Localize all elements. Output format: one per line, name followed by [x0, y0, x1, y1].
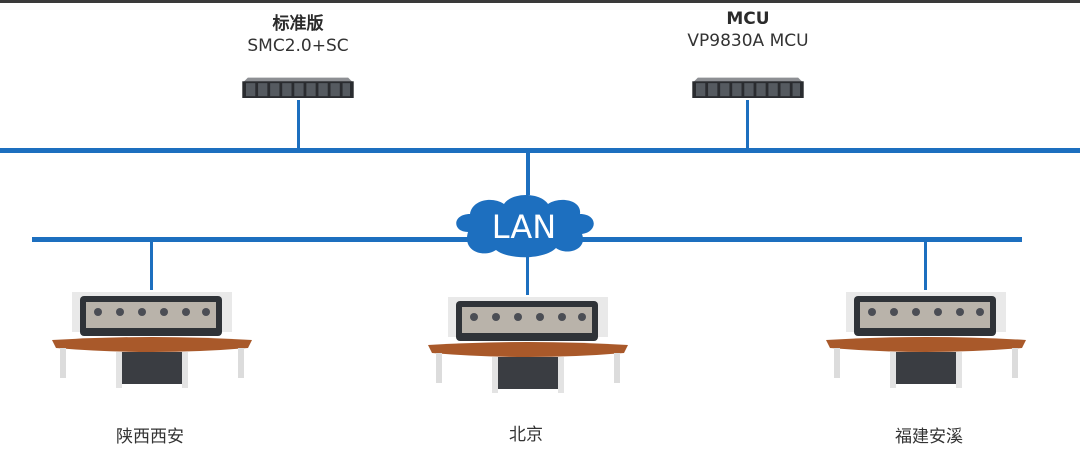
- rack-server-icon: [242, 77, 354, 98]
- telepresence-room-icon: [52, 292, 252, 388]
- site-label-xian: 陕西西安: [116, 427, 184, 447]
- server-model: VP9830A MCU: [687, 31, 809, 51]
- cloud-icon: [456, 195, 594, 258]
- site-drop-line: [526, 240, 529, 295]
- telepresence-room-icon: [428, 297, 628, 393]
- rack-server-icon: [692, 77, 804, 98]
- lan-label: LAN: [491, 208, 557, 246]
- server-smc: 标准版 SMC2.0+SC: [198, 9, 398, 56]
- site-drop-line: [150, 240, 153, 290]
- site-drop-line: [924, 240, 927, 290]
- server-drop-line: [297, 100, 300, 150]
- site-label-anxi: 福建安溪: [895, 427, 963, 447]
- backbone-line: [0, 148, 1080, 153]
- backbone-to-lan-line: [526, 150, 530, 195]
- server-mcu: MCU VP9830A MCU: [648, 9, 848, 51]
- server-title: 标准版: [272, 14, 324, 34]
- server-model: SMC2.0+SC: [247, 36, 349, 56]
- site-label-beijing: 北京: [509, 425, 543, 445]
- top-border: [0, 0, 1080, 3]
- server-drop-line: [746, 100, 749, 150]
- telepresence-room-icon: [826, 292, 1026, 388]
- server-title: MCU: [726, 9, 770, 29]
